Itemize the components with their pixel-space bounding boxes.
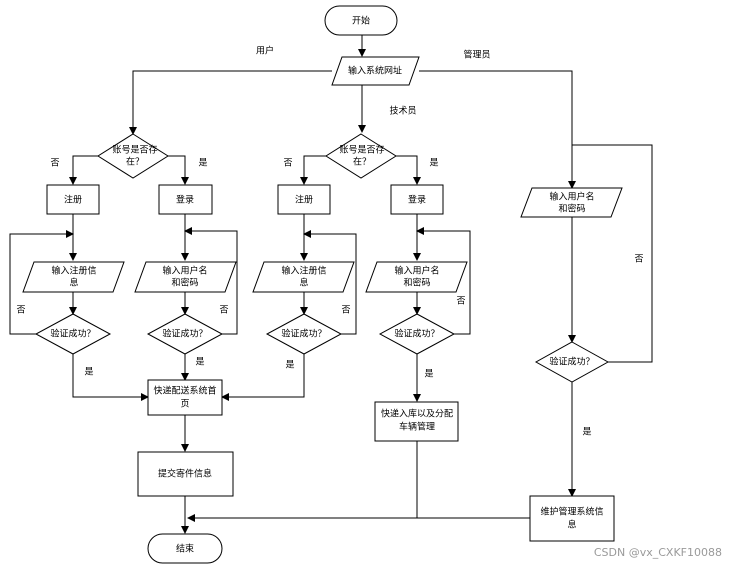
verify-1-label: 验证成功？ (50, 328, 95, 340)
register-tech-label: 注册 (295, 194, 313, 206)
verify-2-label: 验证成功？ (162, 328, 207, 340)
input-url-node: 输入系统网址 (331, 56, 420, 86)
loop-verify-4 (416, 227, 471, 335)
edge-label-no-2: 否 (283, 158, 292, 169)
maintain-line2: 息 (567, 519, 576, 531)
verify-2-node: 验证成功？ (146, 313, 224, 355)
edge-label-yes-2: 是 (429, 158, 438, 169)
acc-exists-user-line1: 账号是否存 (112, 144, 157, 156)
input-cred-admin-node: 输入用户名 和密码 (520, 187, 623, 218)
edge-label-yes-3: 是 (84, 367, 93, 378)
acc-exists-user-line2: 在？ (126, 156, 144, 168)
express-home-line2: 页 (180, 399, 189, 410)
edge-label-no-4: 否 (219, 305, 228, 316)
register-user-node: 注册 (46, 184, 100, 215)
start-terminal: 开始 (324, 5, 398, 36)
input-cred-user-node: 输入用户名 和密码 (134, 261, 237, 293)
edge-label-yes-5: 是 (285, 360, 294, 371)
edge-verify1-home (72, 354, 149, 401)
edge-label-yes-admin: 是 (582, 427, 591, 438)
edge-verify3-home (221, 354, 305, 401)
verify-3-node: 验证成功？ (265, 313, 343, 355)
edge-url-user (129, 70, 332, 135)
register-user-label: 注册 (64, 194, 82, 206)
watermark: CSDN @vx_CXKF10088 (594, 546, 722, 559)
input-url-label: 输入系统网址 (348, 65, 402, 77)
acc-exists-tech-line2: 在？ (353, 156, 371, 168)
edge-labels: 用户 管理员 技术员 否 是 否 是 否 否 是 否 是 否 是 是 否 是 (16, 45, 643, 438)
acc-exists-user-node: 账号是否存 在？ (97, 133, 169, 179)
edge-user-register (69, 155, 98, 185)
input-reg-user-line2: 息 (69, 277, 78, 289)
submit-order-node: 提交寄件信息 (137, 451, 234, 497)
warehouse-line1: 快递入库以及分配 (381, 408, 453, 420)
input-cred-admin-line2: 和密码 (558, 203, 585, 215)
input-reg-tech-line1: 输入注册信 (281, 265, 326, 277)
input-cred-user-line2: 和密码 (171, 277, 198, 289)
login-user-node: 登录 (158, 184, 213, 215)
loop-verify-1 (9, 230, 74, 335)
input-reg-tech-line2: 息 (299, 277, 308, 289)
input-cred-user-line1: 输入用户名 (162, 265, 207, 277)
maintain-line1: 维护管理系统信 (540, 506, 603, 518)
verify-1-node: 验证成功？ (34, 313, 112, 355)
submit-order-label: 提交寄件信息 (158, 468, 212, 480)
edge-label-user: 用户 (256, 45, 274, 57)
edge-url-admin (419, 70, 576, 189)
loop-verify-3 (303, 230, 357, 335)
warehouse-line2: 车辆管理 (399, 421, 435, 433)
input-cred-admin-line1: 输入用户名 (549, 191, 594, 203)
loop-verify-admin (571, 144, 653, 363)
register-tech-node: 注册 (277, 184, 331, 215)
edge-label-no-1: 否 (50, 158, 59, 169)
login-tech-label: 登录 (408, 195, 426, 206)
verify-4-label: 验证成功？ (394, 328, 439, 340)
edge-tech-login (396, 155, 421, 185)
edge-label-no-admin: 否 (634, 254, 643, 265)
end-label: 结束 (176, 543, 194, 555)
input-reg-user-line1: 输入注册信 (51, 265, 96, 277)
input-reg-tech-node: 输入注册信 息 (252, 261, 355, 293)
edge-label-yes-4: 是 (195, 357, 204, 368)
express-home-line1: 快递配送系统首 (153, 385, 216, 397)
express-home-node: 快递配送系统首 页 (147, 379, 223, 416)
edge-label-tech: 技术员 (389, 105, 416, 117)
edge-tech-register (300, 155, 326, 185)
acc-exists-tech-node: 账号是否存 在？ (325, 133, 397, 179)
verify-admin-node: 验证成功？ (534, 341, 610, 383)
verify-4-node: 验证成功？ (378, 313, 456, 355)
login-tech-node: 登录 (390, 184, 444, 215)
start-label: 开始 (352, 15, 370, 27)
verify-3-label: 验证成功？ (281, 328, 326, 340)
edge-label-no-3: 否 (16, 305, 25, 316)
verify-admin-label: 验证成功？ (549, 356, 594, 368)
nodes: 开始 输入系统网址 账号是否存 在？ 账号是否存 在？ 注册 登录 (22, 5, 623, 564)
edge-label-yes-6: 是 (424, 369, 433, 380)
edge-user-login (168, 155, 189, 185)
edge-label-no-5: 否 (341, 305, 350, 316)
end-terminal: 结束 (147, 533, 223, 564)
input-reg-user-node: 输入注册信 息 (22, 261, 125, 293)
input-cred-tech-line1: 输入用户名 (394, 265, 439, 277)
acc-exists-tech-line1: 账号是否存 (339, 144, 384, 156)
connectors (9, 35, 653, 534)
input-cred-tech-line2: 和密码 (403, 277, 430, 289)
maintain-node: 维护管理系统信 息 (529, 495, 615, 542)
edge-label-yes-1: 是 (198, 158, 207, 169)
login-user-label: 登录 (176, 195, 194, 206)
loop-verify-2 (184, 227, 238, 335)
warehouse-node: 快递入库以及分配 车辆管理 (374, 401, 459, 442)
edge-label-admin: 管理员 (463, 49, 490, 61)
input-cred-tech-node: 输入用户名 和密码 (365, 261, 468, 293)
edge-label-no-6: 否 (456, 296, 465, 307)
